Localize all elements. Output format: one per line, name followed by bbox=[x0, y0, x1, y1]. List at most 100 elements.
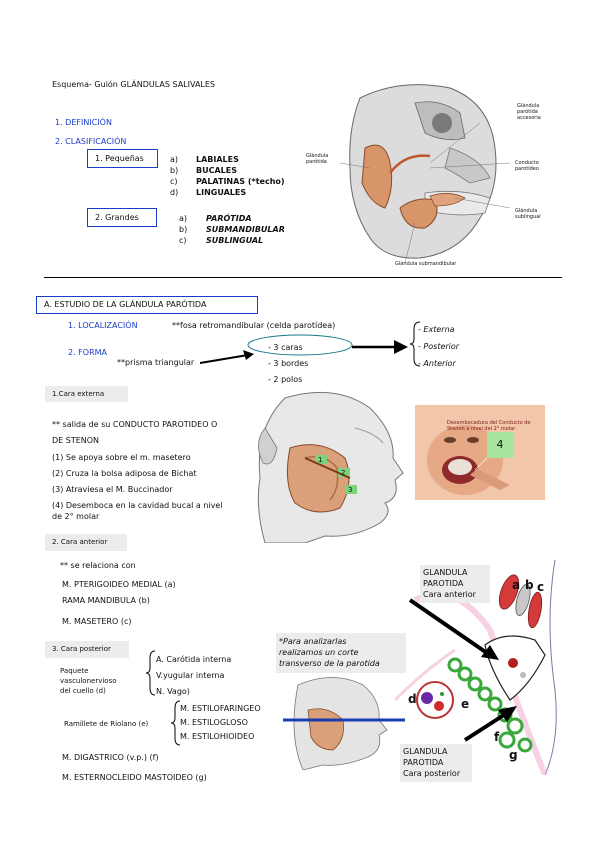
fig-number-2: 2 bbox=[341, 469, 346, 477]
text-paquete: Paquete vasculonervioso del cuello (d) bbox=[60, 667, 117, 695]
heading-clasificacion: 2. CLASIFICACIÓN bbox=[55, 137, 127, 146]
list-item: c) bbox=[179, 236, 187, 245]
mouth-caption: Desembocadura del Conducto de Stenon a n… bbox=[447, 420, 531, 432]
brace-caras bbox=[410, 321, 421, 367]
list-item: - 3 bordes bbox=[268, 359, 309, 368]
list-item: M. MASETERO (c) bbox=[62, 617, 132, 626]
note-box bbox=[276, 633, 406, 673]
list-item: - 3 caras bbox=[268, 343, 303, 352]
fig-number-1: 1 bbox=[318, 456, 323, 464]
list-pequenas: LABIALES BUCALES PALATINAS (*techo) LING… bbox=[196, 154, 285, 198]
label-glandula-parotida: Glándula parótida bbox=[306, 153, 329, 165]
list-item: PALATINAS (*techo) bbox=[196, 177, 285, 186]
list-item: b) bbox=[179, 225, 188, 234]
box-gl-posterior bbox=[400, 744, 472, 782]
list-item: - 2 polos bbox=[268, 375, 303, 384]
label-parotida-accesoria: Glándula parótida accesoria bbox=[517, 103, 541, 121]
note-text: *Para analizarlas realizamos un corte tr… bbox=[279, 637, 380, 668]
list-item: - Posterior bbox=[418, 342, 460, 351]
list-item: M. ESTILOFARINGEO bbox=[180, 704, 261, 713]
box-grandes bbox=[87, 208, 157, 227]
brace-paquete bbox=[146, 650, 156, 696]
list-item: LABIALES bbox=[196, 155, 239, 164]
diagram-letter-g: g bbox=[509, 748, 518, 762]
list-cara-externa: (1) Se apoya sobre el m. masetero (2) Cr… bbox=[52, 450, 197, 498]
mouth-photo bbox=[415, 405, 545, 500]
list-pequenas-letters: a) b) c) d) bbox=[170, 154, 178, 198]
list-forma: - 3 caras - 3 bordes - 2 polos bbox=[268, 340, 308, 388]
list-ramillete: M. ESTILOFARINGEO M. ESTILOGLOSO M. ESTI… bbox=[180, 702, 261, 744]
list-item: - Anterior bbox=[418, 359, 456, 368]
text-cara-anterior-intro: ** se relaciona con bbox=[60, 561, 136, 570]
list-paquete: A. Carótida interna V.yugular interna N.… bbox=[156, 652, 231, 700]
list-item: - Externa bbox=[418, 325, 455, 334]
diagram-letter-a: a bbox=[512, 578, 521, 592]
box-pequenas bbox=[87, 149, 158, 168]
list-item: LINGUALES bbox=[196, 188, 247, 197]
list-item: BUCALES bbox=[196, 166, 237, 175]
head-section-illustration bbox=[283, 677, 405, 770]
list-item: V.yugular interna bbox=[156, 671, 225, 680]
list-item: d) bbox=[170, 188, 179, 197]
label-glandula-sublingual: Glándula sublingual bbox=[515, 208, 541, 220]
text-forma: **prisma triangular bbox=[117, 358, 195, 367]
diagram-letter-f: f bbox=[494, 730, 500, 744]
label-glandula-submandibular: Glándula submandibular bbox=[395, 261, 457, 267]
text-cara-externa-intro: ** salida de su CONDUCTO PAROTIDEO O DE … bbox=[52, 420, 218, 445]
list-item: SUBMANDIBULAR bbox=[206, 225, 285, 234]
label-cara-anterior: 2. Cara anterior bbox=[52, 538, 108, 546]
diagram-letter-d: d bbox=[408, 692, 417, 706]
text-cara-externa-item4: (4) Desemboca en la cavidad bucal a nive… bbox=[52, 501, 223, 521]
fig-number-4: 4 bbox=[487, 432, 513, 458]
heading-forma: 2. FORMA bbox=[68, 348, 108, 357]
label-cara-posterior: 3. Cara posterior bbox=[52, 645, 111, 653]
list-item: M. ESTERNOCLEIDO MASTOIDEO (g) bbox=[62, 773, 207, 782]
label-gl-posterior: GLANDULA PAROTIDA Cara posterior bbox=[403, 747, 461, 778]
brace-ramillete bbox=[171, 700, 181, 746]
text-localizacion: **fosa retromandibular (celda parotídea) bbox=[172, 321, 336, 330]
list-item: c) bbox=[170, 177, 178, 186]
skull-illustration bbox=[330, 78, 510, 268]
box-cara-anterior bbox=[45, 534, 127, 551]
page-title: Esquema- Guión GLÁNDULAS SALIVALES bbox=[52, 80, 216, 89]
list-cara-anterior: M. PTERIGOIDEO MEDIAL (a) RAMA MANDIBULA… bbox=[62, 577, 176, 630]
list-item: A. Carótida interna bbox=[156, 655, 232, 664]
list-grandes-letters: a) b) c) bbox=[179, 213, 187, 246]
list-item: a) bbox=[170, 155, 179, 164]
list-cara-posterior-extra: M. DIGASTRICO (v.p.) (f) M. ESTERNOCLEID… bbox=[62, 748, 207, 788]
list-caras: - Externa - Posterior - Anterior bbox=[418, 321, 459, 372]
list-item: (1) Se apoya sobre el m. masetero bbox=[52, 453, 191, 462]
list-item: b) bbox=[170, 166, 179, 175]
label-conducto-parotideo: Conducto parotídeo bbox=[515, 160, 539, 172]
list-item: M. ESTILOHIOIDEO bbox=[180, 732, 255, 741]
list-item: RAMA MANDIBULA (b) bbox=[62, 596, 150, 605]
list-grandes: PARÓTIDA SUBMANDIBULAR SUBLINGUAL bbox=[206, 213, 285, 246]
label-gl-anterior: GLANDULA PAROTIDA Cara anterior bbox=[423, 568, 476, 599]
heading-estudio-parotida: A. ESTUDIO DE LA GLÁNDULA PARÓTIDA bbox=[44, 300, 207, 309]
list-item: N. Vago) bbox=[156, 687, 190, 696]
diagram-letter-c: c bbox=[537, 580, 545, 594]
heading-definicion: 1. DEFINICIÓN bbox=[55, 118, 112, 127]
section-divider bbox=[44, 277, 562, 278]
head-profile-illustration bbox=[257, 391, 404, 543]
label-pequenas: 1. Pequeñas bbox=[95, 154, 144, 163]
diagram-letter-e: e bbox=[461, 697, 470, 711]
label-cara-externa: 1.Cara externa bbox=[52, 390, 105, 398]
diagram-letter-b: b bbox=[525, 578, 534, 592]
box-cara-posterior bbox=[45, 641, 129, 658]
label-grandes: 2. Grandes bbox=[95, 213, 139, 222]
list-item: SUBLINGUAL bbox=[206, 236, 264, 245]
box-cara-externa bbox=[45, 386, 128, 402]
list-item: M. ESTILOGLOSO bbox=[180, 718, 248, 727]
forma-arrows bbox=[200, 334, 408, 364]
list-item: M. DIGASTRICO (v.p.) (f) bbox=[62, 753, 159, 762]
heading-localizacion: 1. LOCALIZACIÓN bbox=[68, 321, 138, 330]
box-section-a bbox=[36, 296, 258, 314]
list-item: (3) Atraviesa el M. Buccinador bbox=[52, 485, 173, 494]
list-item: PARÓTIDA bbox=[206, 214, 252, 223]
list-item: (2) Cruza la bolsa adiposa de Bichat bbox=[52, 469, 197, 478]
fig-number-3: 3 bbox=[348, 486, 353, 494]
text-ramillete: Ramillete de Riolano (e) bbox=[64, 720, 149, 728]
list-item: M. PTERIGOIDEO MEDIAL (a) bbox=[62, 580, 176, 589]
list-item: a) bbox=[179, 214, 188, 223]
